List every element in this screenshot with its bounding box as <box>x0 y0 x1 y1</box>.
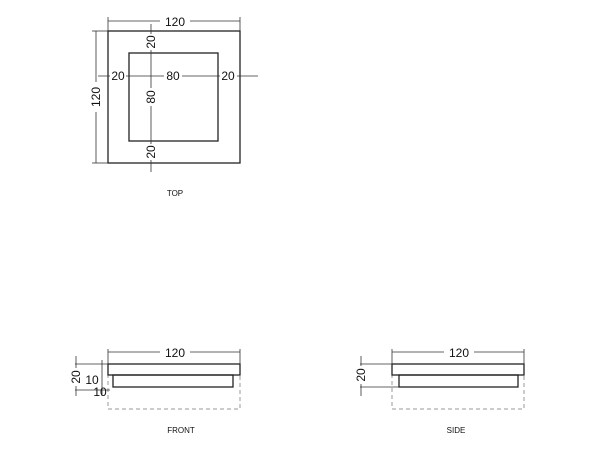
label-bg <box>160 345 190 359</box>
hidden-outline <box>391 374 525 410</box>
dim-margin-left: 20 <box>111 69 125 83</box>
dim-inner-width: 80 <box>166 69 180 83</box>
label-bg <box>354 366 368 384</box>
lower-step <box>112 374 234 388</box>
inner-square <box>128 52 219 142</box>
top-plate <box>391 363 525 376</box>
dim-margin-right: 20 <box>221 69 235 83</box>
label-bg <box>69 368 83 386</box>
dim-inner-height: 80 <box>144 90 158 104</box>
label-bg <box>144 144 158 160</box>
dim-height: 20 <box>354 368 368 382</box>
dim-height: 20 <box>69 370 83 384</box>
view-label-side: SIDE <box>447 426 466 435</box>
dim-width: 120 <box>449 346 469 360</box>
hidden-outline <box>107 374 241 410</box>
view-label-top: TOP <box>167 189 183 198</box>
label-bg <box>89 82 103 112</box>
dim-width: 120 <box>165 346 185 360</box>
dim-step-b: 10 <box>93 385 107 399</box>
view-label-front: FRONT <box>167 426 195 435</box>
label-bg <box>144 88 158 106</box>
label-bg <box>220 69 237 83</box>
label-bg <box>444 345 474 359</box>
dim-outer-height: 120 <box>89 87 103 107</box>
label-bg <box>160 14 190 28</box>
outer-square <box>107 30 241 164</box>
dim-outer-width: 120 <box>165 15 185 29</box>
lower-step <box>398 374 519 388</box>
dim-margin-bottom: 20 <box>144 145 158 159</box>
top-plate <box>107 363 241 376</box>
dim-margin-top: 20 <box>144 35 158 49</box>
top-view: 120 120 20 80 20 20 80 20 TOP <box>89 14 258 198</box>
dim-step-a: 10 <box>85 373 99 387</box>
label-bg <box>110 69 126 83</box>
side-view: 120 20 SIDE <box>354 345 525 435</box>
front-view: 120 20 10 10 FRONT <box>69 345 241 435</box>
label-bg <box>164 69 182 83</box>
label-bg <box>144 34 158 50</box>
